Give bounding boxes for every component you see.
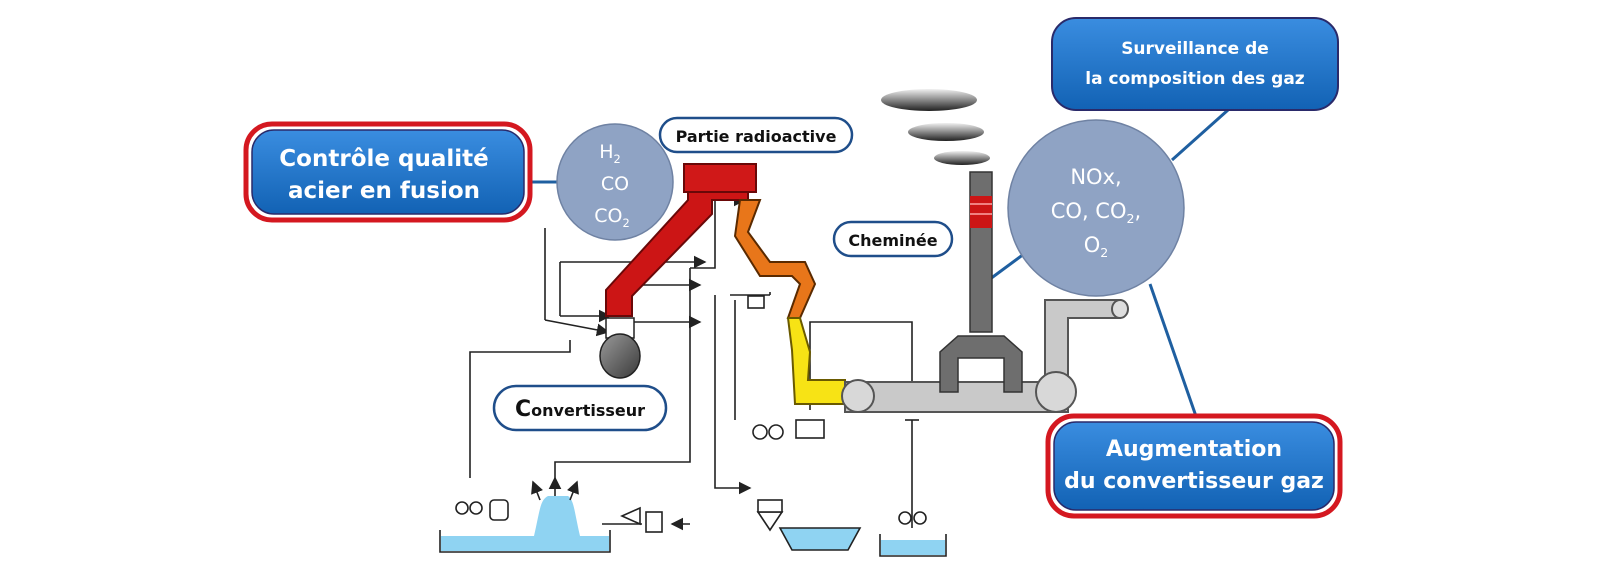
smoke-puff-3 xyxy=(934,151,990,165)
converter-vessel xyxy=(599,333,641,379)
fan-left xyxy=(841,379,875,413)
surveillance-line1: Surveillance de xyxy=(1121,39,1269,59)
cyclone xyxy=(756,511,784,532)
valve-5 xyxy=(752,424,768,440)
valve-1 xyxy=(455,501,469,515)
pump-left xyxy=(489,499,509,521)
gas-left-line3: CO2 xyxy=(594,205,629,230)
label-convertisseur: Convertisseur xyxy=(492,384,668,432)
mid-loop-line xyxy=(554,268,691,478)
gas-left-line1: H2 xyxy=(599,141,621,166)
nozzle xyxy=(620,506,641,526)
duct-hood xyxy=(683,163,757,193)
valve-4 xyxy=(913,511,927,525)
left-loop-line xyxy=(469,340,571,478)
valve-3 xyxy=(898,511,912,525)
spray-arrow-3 xyxy=(566,480,579,501)
settling-basin xyxy=(778,527,862,551)
gas-circle-right: NOx, CO, CO2, O2 xyxy=(1007,119,1185,297)
augmentation-line2: du convertisseur gaz xyxy=(1064,469,1324,494)
gas-right-line1: NOx, xyxy=(1070,165,1121,189)
feed-arrow-1 xyxy=(544,319,610,337)
spray-column xyxy=(534,496,580,536)
gas-right-line2: CO, CO2, xyxy=(1051,199,1141,226)
cleaning-duct xyxy=(786,317,846,405)
converter-assembly xyxy=(599,163,1129,413)
gas-circle-right-bg xyxy=(1007,119,1185,297)
gas-circle-left-bg xyxy=(556,123,674,241)
chimney-red-band xyxy=(970,196,992,228)
chimney-base xyxy=(939,335,1023,393)
controle-line2: acier en fusion xyxy=(288,178,480,204)
pipe-outlet xyxy=(1111,299,1129,319)
spray-arrow-1 xyxy=(531,480,544,501)
meter-box-top xyxy=(747,295,765,309)
partie-radioactive-text: Partie radioactive xyxy=(676,127,837,146)
fan-right xyxy=(1035,371,1077,413)
tank-left-outline xyxy=(439,530,611,553)
connector-circle-to-augmentation xyxy=(1148,283,1200,423)
tank-right-water xyxy=(881,540,945,555)
surveillance-line2: la composition des gaz xyxy=(1085,69,1305,89)
connector-surveillance-to-circle xyxy=(1171,108,1229,162)
center-drop-line xyxy=(714,295,752,495)
label-cheminee: Cheminée xyxy=(832,220,954,258)
controle-line1: Contrôle qualité xyxy=(279,146,488,172)
gas-left-line2: CO xyxy=(601,173,629,195)
meter-box-bottom xyxy=(795,419,825,439)
cyclone-top xyxy=(757,499,783,513)
convertisseur-text: Convertisseur xyxy=(515,397,645,422)
smoke-puff-1 xyxy=(881,89,977,111)
pump-box xyxy=(645,511,663,533)
cheminee-text: Cheminée xyxy=(848,231,937,250)
label-partie-radioactive: Partie radioactive xyxy=(658,116,854,154)
cheminee-frame xyxy=(832,220,954,258)
tank-left-water xyxy=(441,536,609,551)
tank-right-outline xyxy=(879,534,947,557)
augmentation-line1: Augmentation xyxy=(1106,437,1282,462)
cooling-duct xyxy=(733,199,817,319)
water-treatment xyxy=(439,295,947,557)
callout-surveillance: Surveillance de la composition des gaz xyxy=(1051,17,1339,111)
chimney-assembly xyxy=(881,89,1023,393)
partie-radioactive-frame xyxy=(658,116,854,154)
controle-blue-box xyxy=(251,129,525,215)
gas-circle-left: H2 CO CO2 xyxy=(556,123,674,241)
callout-controle-qualite: Contrôle qualité acier en fusion xyxy=(243,121,533,223)
surveillance-blue-box xyxy=(1051,17,1339,111)
smoke-puff-2 xyxy=(908,123,984,141)
augmentation-blue-box xyxy=(1053,421,1335,511)
gas-right-line3: O2 xyxy=(1084,233,1109,260)
valve-6 xyxy=(768,424,784,440)
callout-augmentation: Augmentation du convertisseur gaz xyxy=(1045,413,1343,519)
valve-2 xyxy=(469,501,483,515)
convertisseur-frame xyxy=(492,384,668,432)
